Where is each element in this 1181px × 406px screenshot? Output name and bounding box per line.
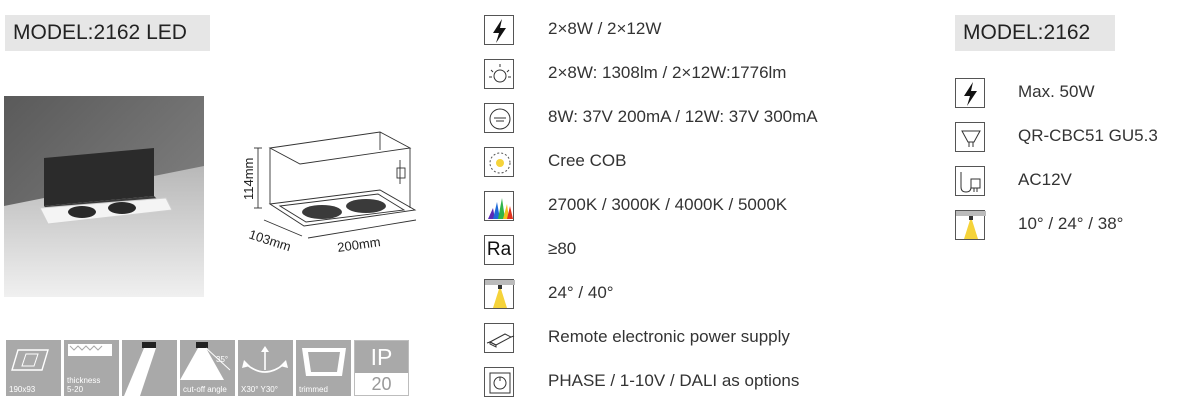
spec-row-power: 2×8W / 2×12W [484,13,944,47]
spec-row-cri: Ra ≥80 [484,233,944,267]
spec-row-lumen: 2×8W: 1308lm / 2×12W:1776lm [484,57,944,91]
driver-icon [484,103,514,133]
adjustable-feature: X30° Y30° [238,340,293,396]
ip-rating-badge: IP 20 [354,340,409,396]
spec-cri: ≥80 [548,239,577,258]
mr16-lamp-icon [955,122,985,152]
ceiling-thickness-icon [68,344,112,356]
spec-power-supply: Remote electronic power supply [548,327,790,346]
trimmed-feature: trimmed [296,340,351,396]
adjustable-caption: X30° Y30° [241,385,278,394]
spec-row-driver: 8W: 37V 200mA / 12W: 37V 300mA [484,101,944,135]
cutout-feature: 190x93 [6,340,61,396]
spec-row-lamp: QR-CBC51 GU5.3 [955,120,1181,154]
dimming-icon [484,367,514,397]
spec-power: 2×8W / 2×12W [548,19,662,38]
cut-off-angle-value: 35° [216,355,228,364]
model-label-led: MODEL:2162 LED [5,15,210,51]
spec-max-power: Max. 50W [1018,82,1095,101]
dimension-drawing: 114mm 103mm 200mm [241,131,417,255]
product-photo [4,96,204,297]
power-supply-icon [484,323,515,353]
spec-chip: Cree COB [548,151,627,170]
spec-beam: 24° / 40° [548,283,614,302]
trimmed-caption: trimmed [299,385,328,394]
cob-icon [484,147,514,177]
ra-icon: Ra [484,235,514,265]
spec-lumen: 2×8W: 1308lm / 2×12W:1776lm [548,63,787,82]
lumen-icon [484,59,514,89]
ceiling-thickness-caption: thickness 5-20 [67,376,101,394]
depth-dimension: 103mm [247,227,293,255]
spectrum-icon [484,191,514,221]
trimmed-icon [302,348,346,376]
spec-beam-angles: 10° / 24° / 38° [1018,214,1124,233]
plug-icon [955,166,985,196]
cutout-icon [11,349,49,371]
ip-label: IP [355,341,408,373]
spec-voltage: AC12V [1018,170,1072,189]
spec-row-cct: 2700K / 3000K / 4000K / 5000K [484,189,944,223]
spec-lamp: QR-CBC51 GU5.3 [1018,126,1158,145]
feature-icon-strip: 190x93 thickness 5-20 35° cut-off angle [6,340,409,396]
spec-row-beam: 24° / 40° [484,277,944,311]
spec-cct: 2700K / 3000K / 4000K / 5000K [548,195,788,214]
ceiling-thickness-feature: thickness 5-20 [64,340,119,396]
cut-off-angle-feature: 35° cut-off angle [180,340,235,396]
cutout-caption: 190x93 [9,385,36,394]
lightning-icon [484,15,514,45]
spec-driver: 8W: 37V 200mA / 12W: 37V 300mA [548,107,818,126]
width-dimension: 200mm [336,234,381,255]
spec-row-chip: Cree COB [484,145,944,179]
beam-angle-icon [484,279,515,309]
spec-row-dimming: PHASE / 1-10V / DALI as options [484,365,944,399]
beam-angle-icon [955,210,986,240]
cut-off-angle-icon: 35° [180,342,231,380]
height-dimension: 114mm [241,158,256,200]
lightning-icon [955,78,985,108]
spec-row-power-supply: Remote electronic power supply [484,321,944,355]
spec-dimming: PHASE / 1-10V / DALI as options [548,371,800,390]
beam-icon [124,342,156,396]
cut-off-angle-caption: cut-off angle [183,385,227,394]
ip-value: 20 [371,374,392,394]
spec-row-beam-angles: 10° / 24° / 38° [955,208,1181,242]
spec-row-max-power: Max. 50W [955,76,1181,110]
spec-row-voltage: AC12V [955,164,1181,198]
model-label: MODEL:2162 [955,15,1115,51]
adjustable-arrows-icon [242,346,288,373]
beam-feature [122,340,177,396]
